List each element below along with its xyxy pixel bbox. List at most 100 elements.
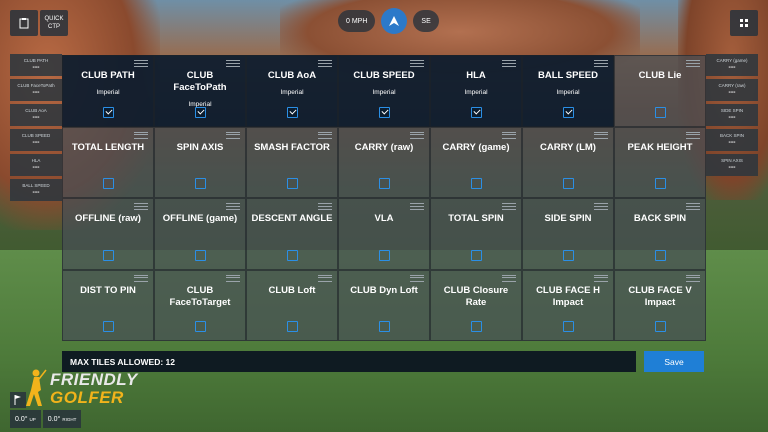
tile-checkbox[interactable] [195, 249, 206, 261]
drag-handle-icon[interactable] [502, 131, 516, 139]
stat-tile[interactable]: CLUB Lie [614, 55, 706, 127]
drag-handle-icon[interactable] [594, 274, 608, 282]
tile-checkbox[interactable] [563, 321, 574, 332]
tile-checkbox[interactable] [103, 321, 114, 332]
stat-tile[interactable]: CLUB Dyn Loft [338, 269, 430, 341]
stat-tile[interactable]: CARRY (raw) [338, 126, 430, 198]
tile-checkbox[interactable] [195, 178, 206, 189]
drag-handle-icon[interactable] [594, 60, 608, 67]
stat-tile[interactable]: TOTAL LENGTH [62, 126, 154, 198]
tile-title: TOTAL SPIN [448, 213, 504, 224]
tile-checkbox[interactable] [655, 249, 666, 261]
stat-tile[interactable]: OFFLINE (raw) [62, 198, 154, 270]
stat-tile[interactable]: BACK SPIN [614, 198, 706, 270]
tile-checkbox[interactable] [287, 321, 298, 332]
stat-tile[interactable]: SPIN AXIS [154, 126, 246, 198]
tile-checkbox[interactable] [103, 106, 114, 118]
flag-button[interactable] [10, 392, 26, 408]
tile-title: CARRY (LM) [540, 141, 596, 153]
stat-tile[interactable]: DESCENT ANGLE [246, 198, 338, 270]
drag-handle-icon[interactable] [686, 131, 700, 139]
drag-handle-icon[interactable] [318, 60, 332, 67]
stat-tile[interactable]: SMASH FACTOR [246, 126, 338, 198]
drag-handle-icon[interactable] [594, 131, 608, 139]
wind-speed: 0 MPH [338, 10, 376, 32]
drag-handle-icon[interactable] [686, 60, 700, 67]
drag-handle-icon[interactable] [318, 131, 332, 139]
tile-checkbox[interactable] [379, 249, 390, 261]
drag-handle-icon[interactable] [318, 203, 332, 210]
tile-checkbox[interactable] [563, 106, 574, 118]
drag-handle-icon[interactable] [318, 274, 332, 282]
tile-checkbox[interactable] [655, 106, 666, 118]
stat-tile[interactable]: PEAK HEIGHT [614, 126, 706, 198]
tile-checkbox[interactable] [103, 178, 114, 189]
drag-handle-icon[interactable] [502, 274, 516, 282]
drag-handle-icon[interactable] [226, 203, 240, 210]
stat-tile[interactable]: CLUB Closure Rate [430, 269, 522, 341]
save-button[interactable]: Save [644, 351, 704, 372]
stat-tile[interactable]: CLUB FaceToTarget [154, 269, 246, 341]
tile-checkbox[interactable] [379, 321, 390, 332]
tile-checkbox[interactable] [287, 106, 298, 118]
drag-handle-icon[interactable] [594, 203, 608, 210]
drag-handle-icon[interactable] [226, 131, 240, 139]
tile-title: SPIN AXIS [176, 141, 224, 153]
tile-checkbox[interactable] [379, 106, 390, 118]
tile-checkbox[interactable] [471, 249, 482, 261]
drag-handle-icon[interactable] [226, 274, 240, 282]
tile-checkbox[interactable] [195, 321, 206, 332]
drag-handle-icon[interactable] [410, 274, 424, 282]
stat-tile[interactable]: SIDE SPIN [522, 198, 614, 270]
stat-tile[interactable]: CARRY (LM) [522, 126, 614, 198]
checkmark-icon [564, 107, 573, 115]
quick-ctp-button[interactable]: QUICK CTP [40, 10, 68, 36]
tile-checkbox[interactable] [655, 321, 666, 332]
menu-button[interactable] [730, 10, 758, 36]
tile-checkbox[interactable] [471, 178, 482, 189]
tile-title: CLUB Loft [268, 284, 316, 296]
tile-checkbox[interactable] [563, 178, 574, 189]
drag-handle-icon[interactable] [134, 60, 148, 67]
drag-handle-icon[interactable] [502, 60, 516, 67]
stat-tile[interactable]: DIST TO PIN [62, 269, 154, 341]
drag-handle-icon[interactable] [686, 274, 700, 282]
drag-handle-icon[interactable] [134, 203, 148, 210]
tile-checkbox[interactable] [103, 249, 114, 261]
aim-right-readout: 0.0°RIGHT [42, 410, 82, 428]
stat-card: CARRY (raw)--- [706, 79, 758, 101]
drag-handle-icon[interactable] [410, 60, 424, 67]
drag-handle-icon[interactable] [134, 274, 148, 282]
drag-handle-icon[interactable] [410, 131, 424, 139]
tile-checkbox[interactable] [655, 178, 666, 189]
drag-handle-icon[interactable] [502, 203, 516, 210]
tile-checkbox[interactable] [471, 106, 482, 118]
clipboard-button[interactable] [10, 10, 38, 36]
tile-title: OFFLINE (game) [162, 213, 238, 224]
stat-tile[interactable]: CARRY (game) [430, 126, 522, 198]
clipboard-icon [19, 18, 29, 29]
drag-handle-icon[interactable] [226, 60, 240, 67]
tile-checkbox[interactable] [563, 249, 574, 261]
tile-checkbox[interactable] [287, 249, 298, 261]
tile-checkbox[interactable] [195, 106, 206, 118]
stat-tile[interactable]: OFFLINE (game) [154, 198, 246, 270]
tile-checkbox[interactable] [471, 321, 482, 332]
drag-handle-icon[interactable] [686, 203, 700, 210]
stat-tile[interactable]: TOTAL SPIN [430, 198, 522, 270]
tile-checkbox[interactable] [379, 178, 390, 189]
drag-handle-icon[interactable] [134, 131, 148, 139]
tile-title: CLUB AoA [267, 70, 317, 81]
stat-tile[interactable]: CLUB FACE H Impact [522, 269, 614, 341]
tile-checkbox[interactable] [287, 178, 298, 189]
stat-tile[interactable]: CLUB Loft [246, 269, 338, 341]
stat-tile[interactable]: CLUB FACE V Impact [614, 269, 706, 341]
stat-tile[interactable]: VLA [338, 198, 430, 270]
drag-handle-icon[interactable] [410, 203, 424, 210]
